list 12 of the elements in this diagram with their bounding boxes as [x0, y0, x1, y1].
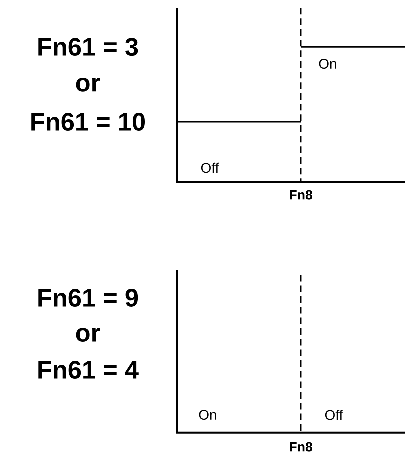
- condition-label: Fn61 = 9: [38, 289, 138, 307]
- state-label: On: [199, 410, 216, 420]
- conjunction-label: or: [76, 328, 100, 342]
- axis-label: Fn8: [290, 190, 312, 200]
- condition-label: Fn61 = 3: [38, 38, 138, 56]
- state-label: On: [319, 59, 336, 69]
- state-label: Off: [201, 162, 220, 174]
- state-label: Off: [325, 410, 344, 420]
- condition-label: Fn61 = 10: [32, 113, 145, 131]
- conjunction-label: or: [76, 78, 100, 92]
- condition-label: Fn61 = 4: [38, 361, 139, 379]
- axis-label: Fn8: [290, 442, 312, 452]
